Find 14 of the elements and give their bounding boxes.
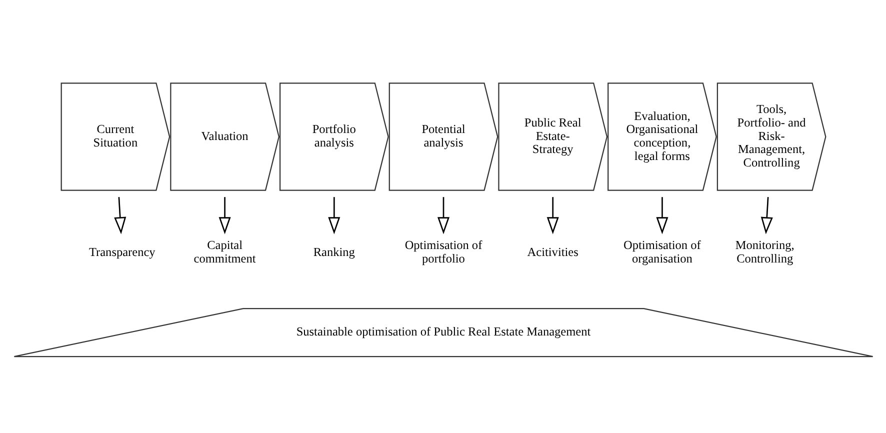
node-text: Acitivities — [526, 244, 578, 259]
arrow — [328, 197, 340, 234]
node-text: Transparency — [88, 244, 155, 259]
node-text: Capital commitment — [193, 238, 256, 266]
node-text: Optimisation of organisation — [623, 238, 700, 266]
arrow — [546, 197, 558, 234]
node-text: Ranking — [312, 244, 354, 259]
arrow — [218, 197, 230, 234]
arrow — [656, 197, 668, 234]
node-text: Optimisation of portfolio — [404, 238, 482, 266]
arrow — [760, 197, 772, 234]
arrow — [436, 197, 450, 234]
arrow — [114, 197, 126, 234]
node-text: Monitoring, Controlling — [734, 238, 794, 266]
